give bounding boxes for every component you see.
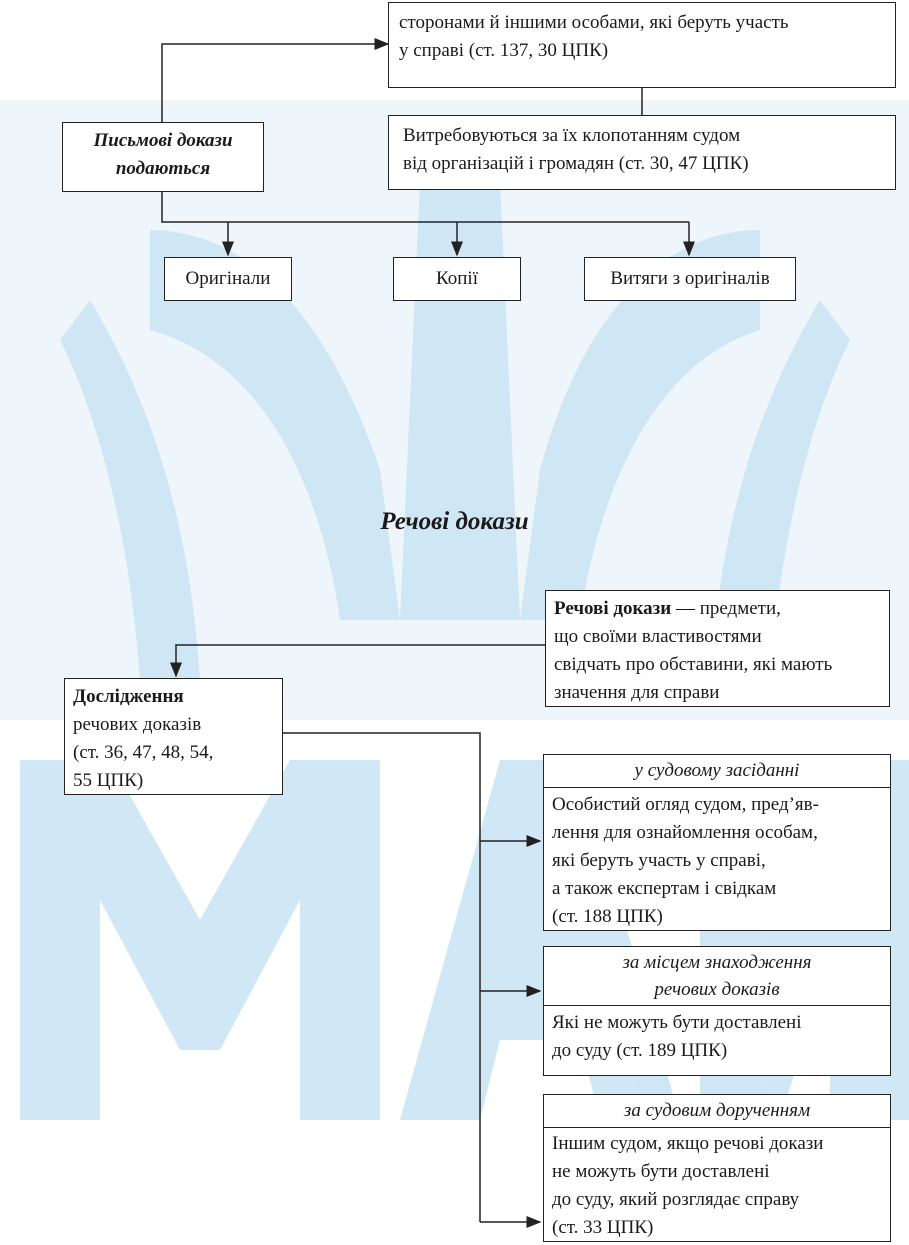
extracts-label: Витяги з оригіналів: [610, 268, 770, 289]
court-order-line: Іншим судом, якщо речові докази: [552, 1133, 824, 1154]
court-session-line: які беруть участь у справі,: [552, 850, 766, 871]
written-evidence-label-2: подаються: [115, 158, 211, 179]
location-header-line-1: за місцем знаходження: [622, 952, 812, 973]
court-order-line: (ст. 33 ЦПК): [552, 1217, 654, 1238]
court-order-body: Іншим судом, якщо речові докази не можут…: [544, 1128, 890, 1244]
section-title: Речові докази: [380, 508, 529, 535]
definition-line-4: значення для справи: [554, 682, 720, 703]
court-session-header: у судовому засіданні: [544, 755, 890, 788]
court-session-line: (ст. 188 ЦПК): [552, 906, 663, 927]
written-evidence-box: Письмові докази подаються: [62, 122, 264, 192]
copies-label: Копії: [436, 268, 478, 289]
court-order-line: не можуть бути доставлені: [552, 1161, 770, 1182]
court-session-line: лення для ознайомлення особам,: [552, 822, 818, 843]
court-session-box: у судовому засіданні Особистий огляд суд…: [543, 754, 891, 931]
definition-box: Речові докази — предмети, що своїми влас…: [545, 590, 890, 707]
extracts-box: Витяги з оригіналів: [584, 257, 796, 301]
location-line: Які не можуть бути доставлені: [552, 1012, 802, 1033]
court-order-header: за судовим дорученням: [544, 1095, 890, 1128]
location-line: до суду (ст. 189 ЦПК): [552, 1040, 728, 1061]
parties-line-2: у справі (ст. 137, 30 ЦПК): [399, 40, 609, 61]
research-line-4: 55 ЦПК): [73, 770, 144, 791]
copies-box: Копії: [393, 257, 521, 301]
court-session-body: Особистий огляд судом, пред’яв- лення дл…: [544, 788, 890, 934]
written-evidence-label-1: Письмові докази: [93, 130, 233, 151]
court-order-line: до суду, який розглядає справу: [552, 1189, 800, 1210]
definition-term: Речові докази: [554, 598, 672, 619]
requested-line-2: від організацій і громадян (ст. 30, 47 Ц…: [403, 153, 749, 174]
requested-line-1: Витребовуються за їх клопотанням судом: [403, 125, 741, 146]
location-box: за місцем знаходження речових доказів Як…: [543, 946, 891, 1076]
court-session-line: Особистий огляд судом, пред’яв-: [552, 794, 819, 815]
research-line-3: (ст. 36, 47, 48, 54,: [73, 742, 214, 763]
definition-line-3: свідчать про обставини, які мають: [554, 654, 833, 675]
definition-line-1: — предмети,: [671, 598, 781, 619]
location-body: Які не можуть бути доставлені до суду (с…: [544, 1006, 890, 1068]
location-header: за місцем знаходження речових доказів: [544, 947, 890, 1006]
originals-box: Оригінали: [164, 257, 292, 301]
court-session-line: а також експертам і свідкам: [552, 878, 777, 899]
definition-line-2: що своїми властивостями: [554, 626, 762, 647]
research-title: Дослідження: [73, 686, 184, 707]
research-box: Дослідження речових доказів (ст. 36, 47,…: [64, 678, 283, 795]
court-order-box: за судовим дорученням Іншим судом, якщо …: [543, 1094, 891, 1242]
requested-box: Витребовуються за їх клопотанням судом в…: [388, 115, 896, 190]
location-header-line-2: речових доказів: [654, 979, 780, 1000]
originals-label: Оригінали: [185, 268, 271, 289]
parties-box: сторонами й іншими особами, які беруть у…: [388, 2, 896, 88]
research-line-2: речових доказів: [73, 714, 202, 735]
parties-line-1: сторонами й іншими особами, які беруть у…: [399, 12, 789, 33]
